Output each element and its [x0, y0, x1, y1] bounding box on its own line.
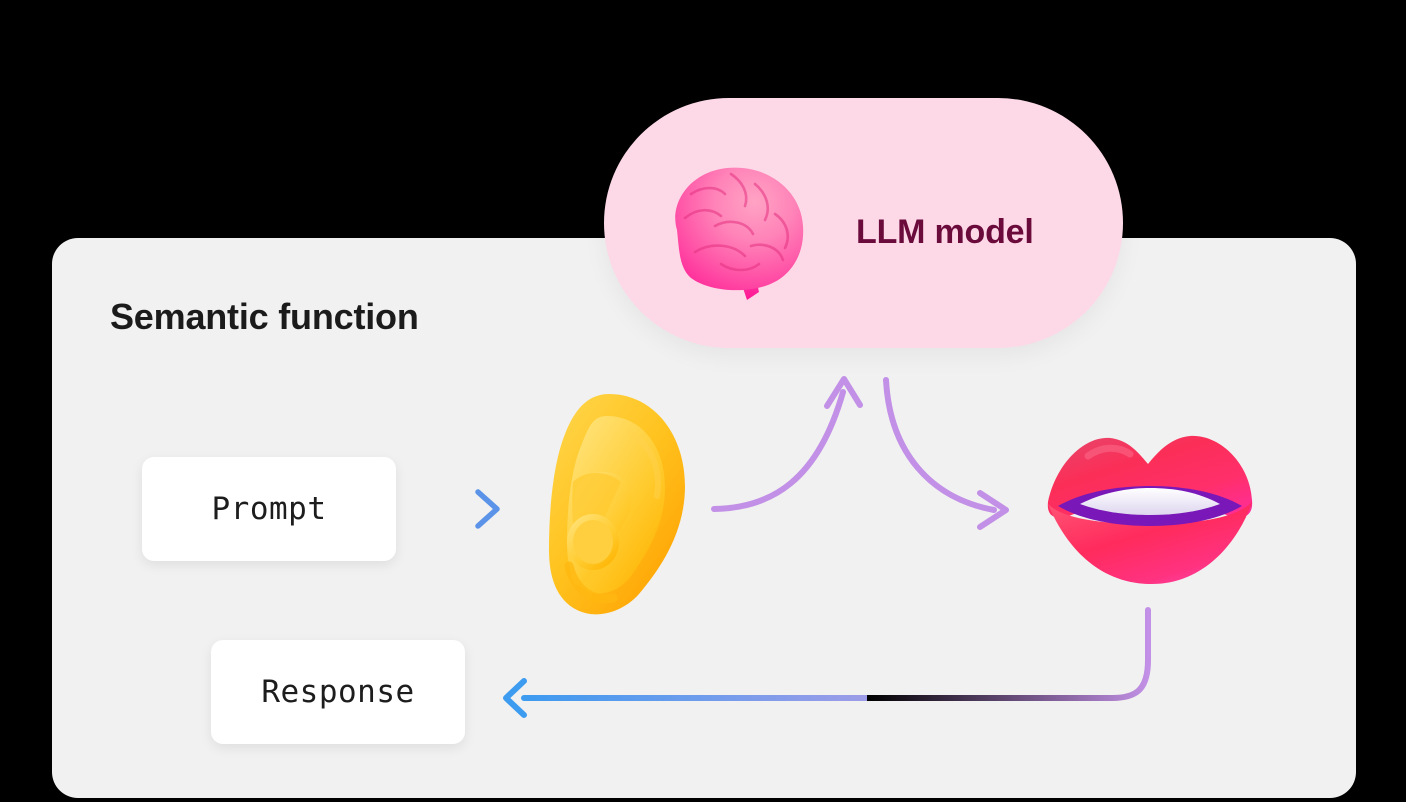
response-card[interactable]: Response [211, 640, 465, 744]
prompt-card[interactable]: Prompt [142, 457, 396, 561]
llm-model-label: LLM model [856, 213, 1034, 251]
prompt-label: Prompt [211, 491, 327, 527]
ear-icon [535, 390, 695, 620]
mouth-icon [1038, 420, 1260, 595]
brain-icon [655, 160, 815, 305]
response-label: Response [261, 674, 415, 710]
page-title: Semantic function [110, 296, 419, 337]
